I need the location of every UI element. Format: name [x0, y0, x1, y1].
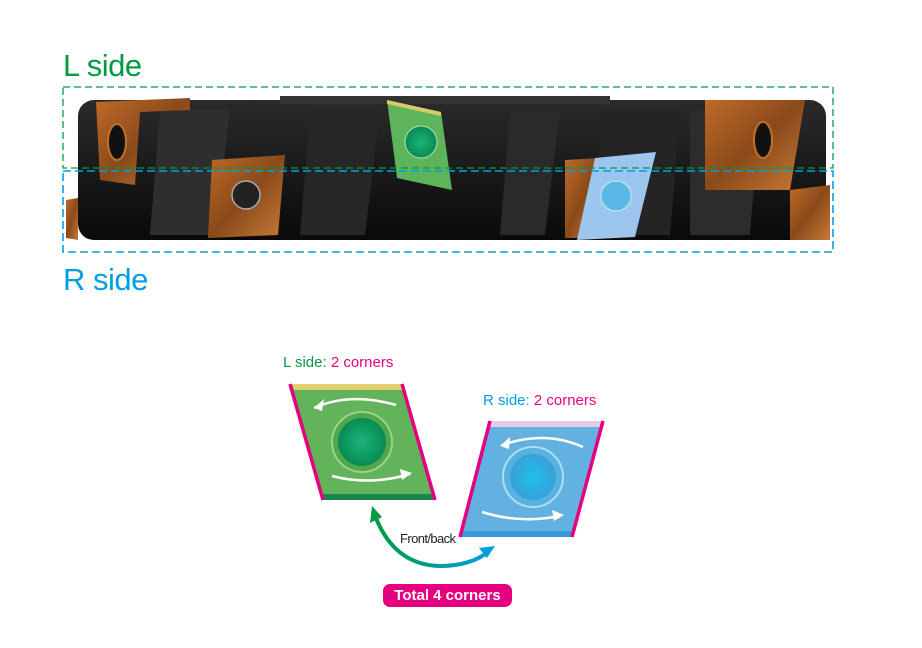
flip-arrow-icon: [370, 506, 495, 569]
r-side-corners-prefix: R side:: [483, 392, 530, 409]
r-side-corners-value: 2 corners: [533, 392, 597, 409]
r-side-region: [62, 170, 834, 253]
l-side-corners-prefix: L side:: [283, 354, 327, 371]
r-side-corners-label: R side: 2 corners: [483, 392, 596, 409]
l-side-title: L side: [63, 48, 142, 83]
front-back-label: Front/back: [400, 531, 456, 546]
milling-cutter-image: [66, 96, 830, 240]
rotate-arrow-icon: [501, 436, 584, 449]
rotate-arrow-icon: [481, 510, 561, 521]
r-side-title: R side: [63, 262, 148, 297]
l-side-insert-detail: [288, 383, 437, 501]
total-corners-badge: Total 4 corners: [383, 584, 512, 607]
l-side-corners-label: L side: 2 corners: [283, 354, 393, 371]
l-side-region: [62, 86, 834, 169]
l-side-corners-value: 2 corners: [330, 354, 394, 371]
r-side-insert-detail: [458, 420, 605, 538]
